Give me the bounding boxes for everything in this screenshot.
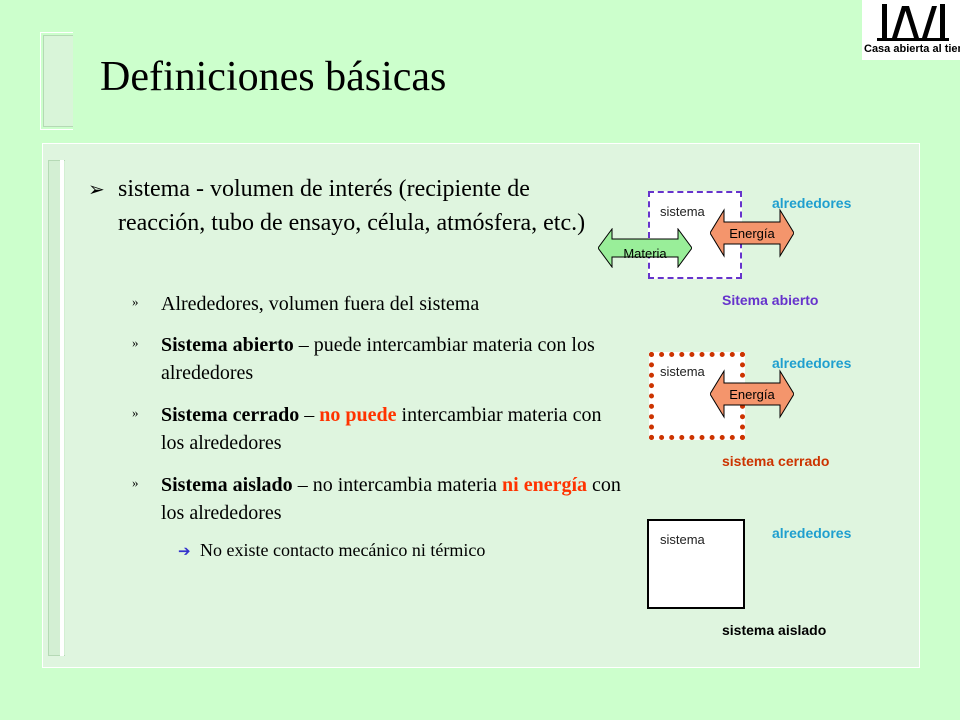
term-description: con los alrededores [161,474,621,524]
isolated-system-box [647,519,745,609]
open-system-caption: Sitema abierto [722,292,819,308]
surroundings-label: alrededores [772,195,852,211]
system-label: sistema [660,532,705,547]
energy-arrow-icon [710,208,794,258]
term-description: – puede intercambiar materia con los alr… [161,334,595,384]
isolated-system-caption: sistema aislado [722,622,827,638]
matter-label: Materia [623,246,667,261]
uam-logo-icon [877,4,949,41]
bullet-arrow-icon: ➢ [88,179,105,201]
emphasis-text: no puede [319,404,397,426]
list-item-text: Sistema aislado – no intercambia materia… [161,471,621,527]
list-item-text: Sistema cerrado – no puede intercambiar … [161,401,621,457]
arrow-right-icon: ➔ [178,544,191,560]
list-item-text: Alrededores, volumen fuera del sistema [161,293,480,315]
closed-system-box [649,352,745,440]
term-separator: – [299,404,320,426]
closed-system-caption: sistema cerrado [722,453,830,469]
surroundings-label: alrededores [772,525,852,541]
sub-sub-item-text: No existe contacto mecánico ni térmico [200,540,486,560]
energy-arrow-icon [710,369,794,419]
page-title: Definiciones básicas [100,54,447,100]
title-decoration [40,32,73,130]
term-description: intercambiar materia con los alrededores [161,404,602,454]
term-separator: – no intercambia materia [292,474,503,496]
main-bullet-text: sistema - volumen de interés (recipiente… [118,176,586,237]
energy-label: Energía [729,226,775,241]
title-decoration-inner [43,35,73,127]
bullet-mark-icon: » [132,405,139,420]
term-bold: Sistema aislado [161,474,293,496]
bullet-mark-icon: » [132,335,139,350]
logo-text: Casa abierta al tiempo [864,43,960,55]
list-item-text: Sistema abierto – puede intercambiar mat… [161,331,621,387]
emphasis-text: ni energía [502,474,588,496]
bullet-mark-icon: » [132,294,139,309]
system-label: sistema [660,204,705,219]
system-label: sistema [660,364,705,379]
bullet-mark-icon: » [132,475,139,490]
matter-arrow-icon [598,228,692,268]
term-bold: Sistema abierto [161,334,294,356]
term-bold: Sistema cerrado [161,404,300,426]
panel-decoration-line [60,160,64,656]
surroundings-label: alrededores [772,355,852,371]
uam-logo [862,0,960,60]
energy-label: Energía [729,387,775,402]
